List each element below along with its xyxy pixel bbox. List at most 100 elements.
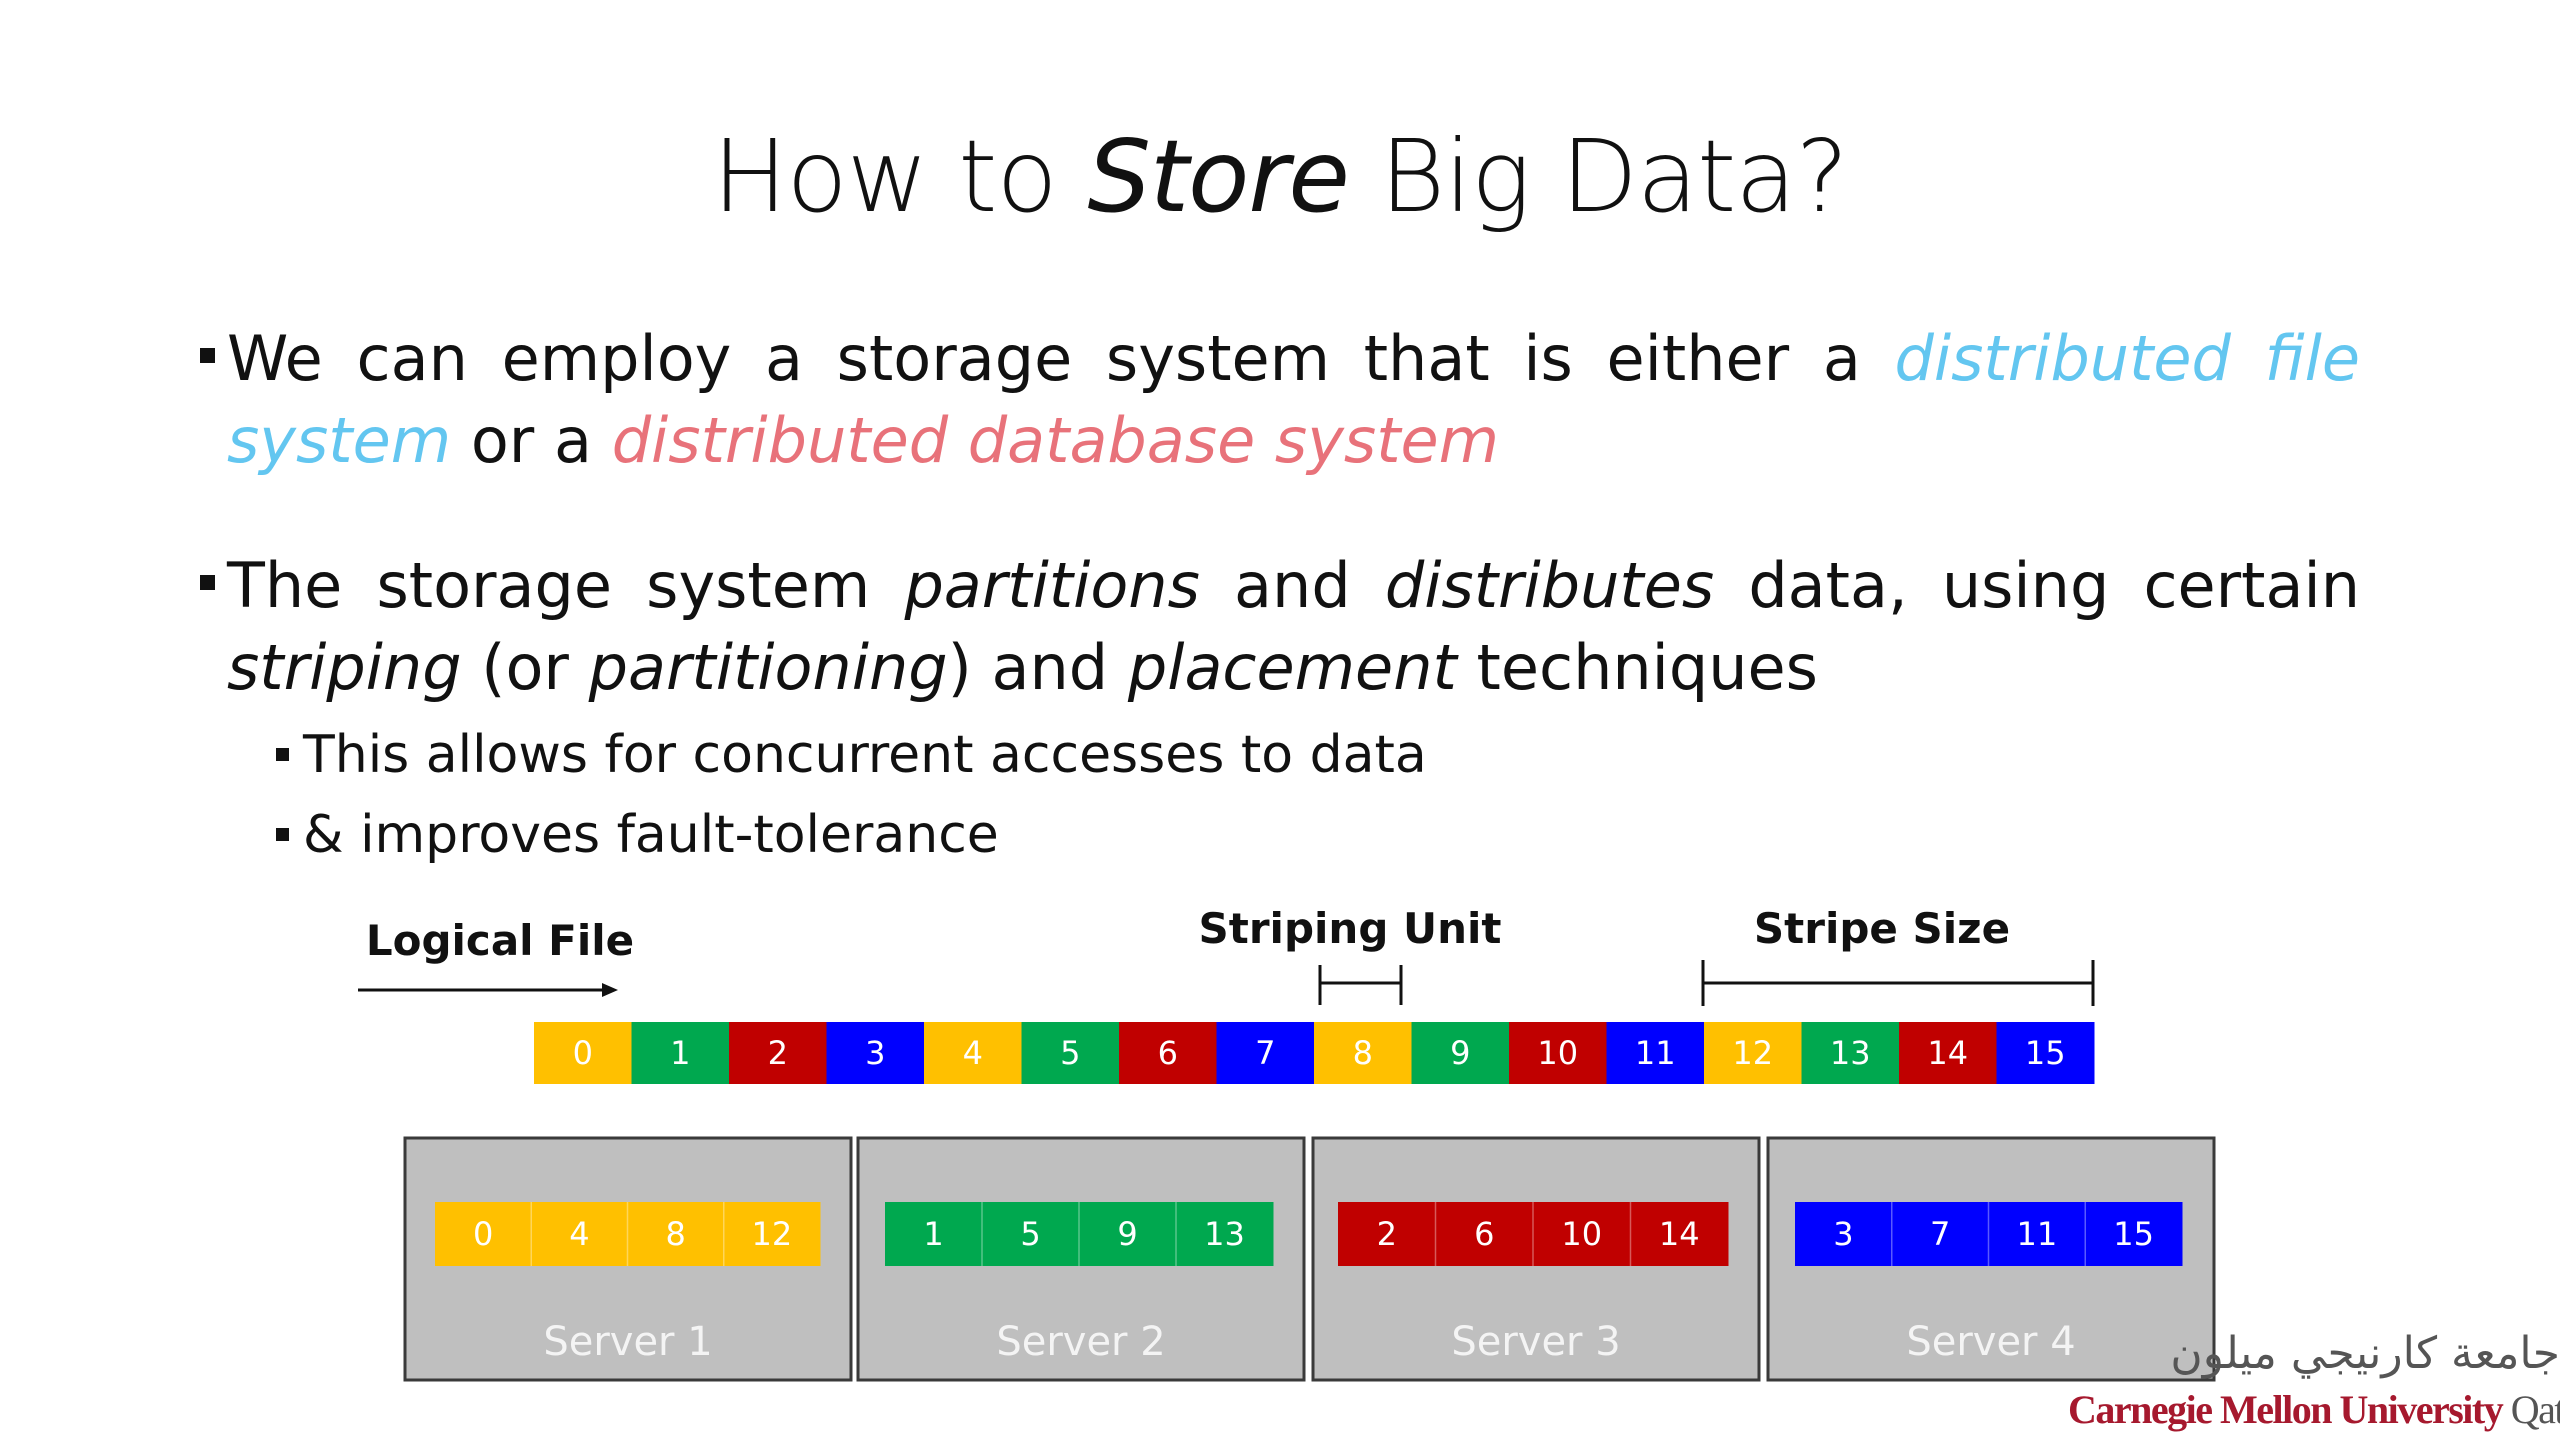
bullet-2-part: and bbox=[1199, 549, 1385, 622]
server-block-cell bbox=[1435, 1202, 1534, 1266]
bullet-2-part: partitions bbox=[904, 549, 1200, 622]
striping-unit-label: Striping Unit bbox=[1199, 904, 1502, 953]
bullet-2-part: placement bbox=[1127, 631, 1457, 704]
block-label: 12 bbox=[1732, 1034, 1773, 1072]
block-label: 4 bbox=[963, 1034, 983, 1072]
server-block-label: 9 bbox=[1117, 1215, 1137, 1253]
server-label: Server 4 bbox=[1906, 1319, 2075, 1365]
server-block-label: 0 bbox=[473, 1215, 493, 1253]
server-block-cell bbox=[1795, 1202, 1893, 1266]
sub-bullet-2-text: & improves fault-tolerance bbox=[303, 805, 999, 865]
bullet-2-part: striping bbox=[227, 631, 462, 704]
bullet-2-text: The storage system partitions and distri… bbox=[227, 545, 2360, 709]
bullet-2: The storage system partitions and distri… bbox=[200, 545, 2360, 709]
server-block-label: 14 bbox=[1659, 1215, 1700, 1253]
bullet-2-part: techniques bbox=[1456, 631, 1818, 704]
arrow-right-icon bbox=[602, 983, 618, 997]
server-block-cell bbox=[2085, 1202, 2183, 1266]
server-block-cell bbox=[1630, 1202, 1729, 1266]
title-before: How to bbox=[712, 118, 1088, 235]
server-label: Server 3 bbox=[1451, 1319, 1620, 1365]
block-cell bbox=[1216, 1022, 1315, 1084]
bullet-square-icon bbox=[200, 348, 215, 363]
bullet-2-part: partitioning bbox=[588, 631, 948, 704]
server-block-cell bbox=[982, 1202, 1080, 1266]
cmu-logo-university: Carnegie Mellon University bbox=[2068, 1387, 2504, 1432]
logical-file-label: Logical File bbox=[366, 916, 634, 965]
cmu-logo-arabic: جامعة كارنيجي ميلون bbox=[2170, 1328, 2560, 1379]
bullet-2-part: distributes bbox=[1384, 549, 1715, 622]
bullet-square-icon bbox=[276, 828, 289, 841]
server-block-label: 4 bbox=[569, 1215, 589, 1253]
block-cell bbox=[1509, 1022, 1607, 1084]
bullet-2-part: data, using certain bbox=[1714, 549, 2360, 622]
server-block-cell bbox=[531, 1202, 628, 1266]
server-label: Server 1 bbox=[543, 1319, 712, 1365]
block-cell bbox=[1704, 1022, 1802, 1084]
server-block-cell bbox=[627, 1202, 725, 1266]
block-label: 2 bbox=[768, 1034, 788, 1072]
server-block-label: 12 bbox=[752, 1215, 793, 1253]
bullet-2-part: (or bbox=[461, 631, 589, 704]
server-block-cell bbox=[435, 1202, 532, 1266]
bullet-1-part: We can employ a storage system that is e… bbox=[227, 322, 1895, 395]
block-cell bbox=[534, 1022, 632, 1084]
server-block-cell bbox=[1533, 1202, 1631, 1266]
cmu-logo-campus: Qatar bbox=[2510, 1387, 2560, 1432]
server-block-label: 10 bbox=[1561, 1215, 1602, 1253]
bullet-2-part: ) and bbox=[947, 631, 1128, 704]
sub-bullet-1-text: This allows for concurrent accesses to d… bbox=[303, 725, 1427, 785]
bullet-1: We can employ a storage system that is e… bbox=[200, 318, 2360, 482]
sub-bullet-1: This allows for concurrent accesses to d… bbox=[276, 720, 2276, 790]
block-label: 15 bbox=[2025, 1034, 2066, 1072]
server-block-cell bbox=[1176, 1202, 1274, 1266]
block-cell bbox=[1899, 1022, 1997, 1084]
server-block-cell bbox=[1079, 1202, 1177, 1266]
server-block-cell bbox=[723, 1202, 821, 1266]
server-block-label: 15 bbox=[2113, 1215, 2154, 1253]
block-cell bbox=[1606, 1022, 1705, 1084]
block-cell bbox=[1801, 1022, 1900, 1084]
block-cell bbox=[1314, 1022, 1412, 1084]
bullet-1-text: We can employ a storage system that is e… bbox=[227, 318, 2360, 482]
server-label: Server 2 bbox=[996, 1319, 1165, 1365]
block-cell bbox=[1021, 1022, 1120, 1084]
bullet-square-icon bbox=[200, 575, 215, 590]
block-label: 3 bbox=[865, 1034, 885, 1072]
block-cell bbox=[1119, 1022, 1217, 1084]
bullet-1-dfs: distributed file system bbox=[227, 322, 2361, 477]
server-block-cell bbox=[1988, 1202, 2086, 1266]
cmu-logo-name: Carnegie Mellon University Qatar bbox=[2068, 1386, 2560, 1433]
server-block-cell bbox=[1338, 1202, 1436, 1266]
server-block-label: 5 bbox=[1020, 1215, 1040, 1253]
block-cell bbox=[729, 1022, 827, 1084]
block-cell bbox=[631, 1022, 730, 1084]
server-block-label: 13 bbox=[1204, 1215, 1245, 1253]
block-label: 8 bbox=[1353, 1034, 1373, 1072]
bullet-1-part: or a bbox=[451, 404, 612, 477]
block-label: 6 bbox=[1158, 1034, 1178, 1072]
bullet-square-icon bbox=[276, 748, 289, 761]
block-label: 14 bbox=[1927, 1034, 1968, 1072]
server-block-cell bbox=[885, 1202, 983, 1266]
block-label: 7 bbox=[1255, 1034, 1275, 1072]
block-label: 1 bbox=[670, 1034, 690, 1072]
block-cell bbox=[924, 1022, 1022, 1084]
block-label: 9 bbox=[1450, 1034, 1470, 1072]
sub-bullet-2: & improves fault-tolerance bbox=[276, 800, 2276, 870]
server-block-label: 7 bbox=[1930, 1215, 1950, 1253]
server-block-cell bbox=[1891, 1202, 1989, 1266]
server-block-label: 1 bbox=[923, 1215, 943, 1253]
slide-title: How to Store Big Data? bbox=[0, 118, 2560, 235]
block-label: 5 bbox=[1060, 1034, 1080, 1072]
bullet-2-part: The storage system bbox=[227, 549, 905, 622]
block-cell bbox=[1411, 1022, 1510, 1084]
title-italic: Store bbox=[1087, 118, 1350, 235]
